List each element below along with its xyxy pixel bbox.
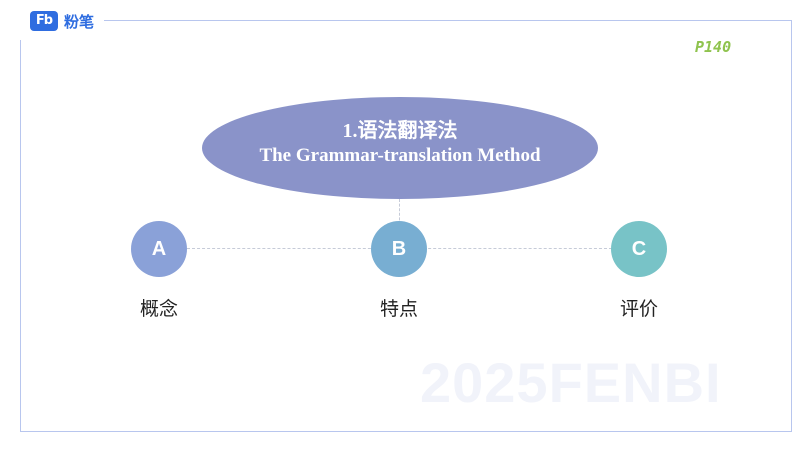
node-c-circle: C [611,221,667,277]
logo-text: 粉笔 [64,12,95,31]
frame-bottom-line [20,431,792,432]
frame-right-line [791,20,792,432]
node-a-label: 概念 [139,298,178,320]
page-number: P140 [695,38,732,56]
node-a-circle: A [131,221,187,277]
title-chinese: 1.语法翻译法 [342,120,458,142]
title-english: The Grammar-translation Method [259,145,541,166]
logo-mark: Fb [30,11,58,31]
node-b-label: 特点 [379,298,418,320]
title-ellipse: 1.语法翻译法 The Grammar-translation Method [202,97,598,199]
brand-logo: Fb 粉笔 [30,8,94,34]
watermark: 2025FENBI [420,351,722,414]
frame-top-line [104,20,792,21]
node-b-circle: B [371,221,427,277]
node-c-label: 评价 [619,298,658,320]
vertical-connector [399,199,400,225]
frame-left-line [20,40,21,432]
